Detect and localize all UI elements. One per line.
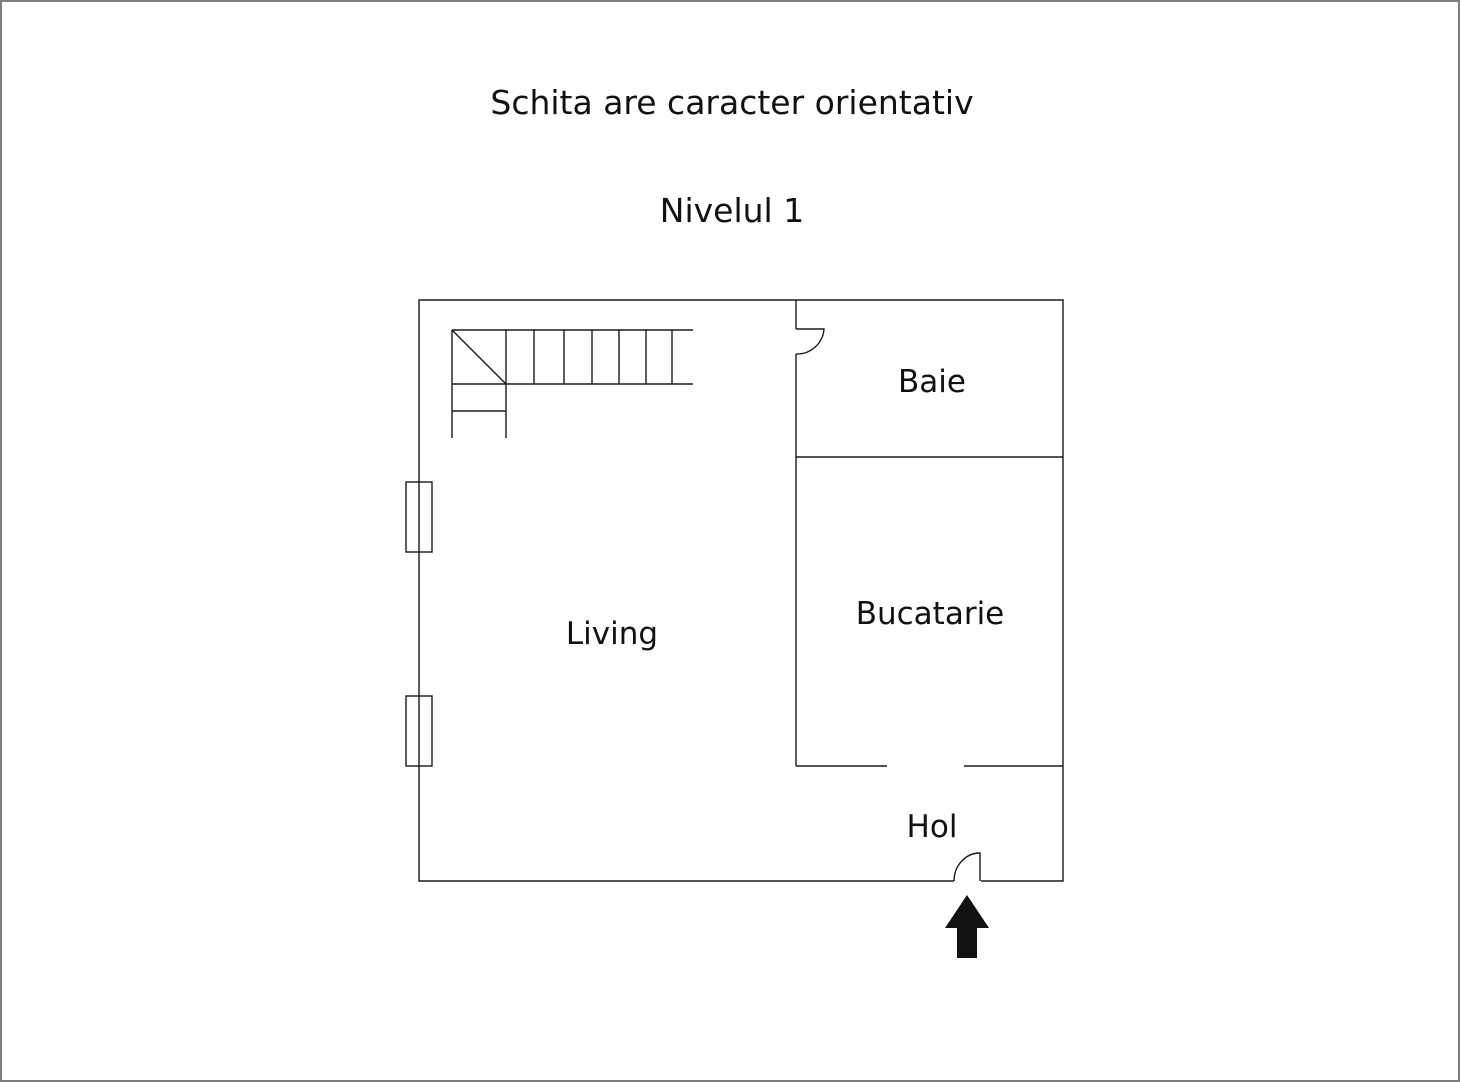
disclaimer-note: Schita are caracter orientativ <box>490 83 974 122</box>
room-label-kitchen: Bucatarie <box>856 596 1005 632</box>
window-icon <box>405 481 433 553</box>
room-label-living: Living <box>566 616 658 652</box>
entrance-arrow-icon <box>945 895 989 958</box>
outer-wall <box>418 299 1064 882</box>
room-label-hallway: Hol <box>907 809 958 845</box>
entrance-door-icon <box>953 852 981 882</box>
window-icon <box>405 695 433 767</box>
floor-level-title: Nivelul 1 <box>659 191 805 230</box>
room-label-bathroom: Baie <box>898 364 966 400</box>
bathroom-door-icon <box>795 328 825 355</box>
staircase-icon <box>451 329 693 438</box>
